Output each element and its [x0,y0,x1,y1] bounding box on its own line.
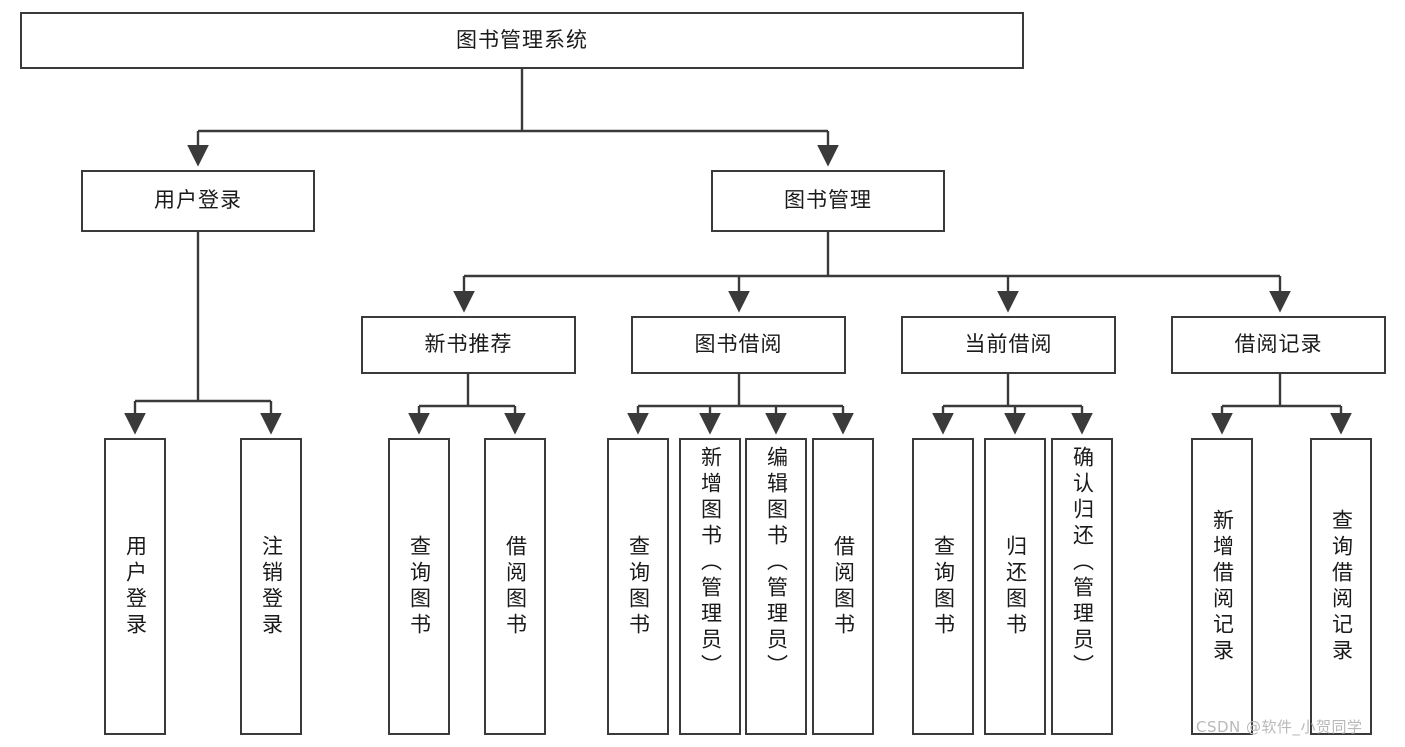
node-leaf-borrow-book-1-label: 借阅图书 [503,534,528,639]
node-leaf-borrow-book-1[interactable]: 借阅图书 [484,438,546,735]
node-book-manage-label: 图书管理 [784,188,872,213]
node-leaf-logout-login-label: 注销登录 [259,534,284,639]
node-current-borrow-label: 当前借阅 [964,332,1053,357]
node-leaf-add-borrow-record-label: 新增借阅记录 [1210,508,1235,665]
node-current-borrow[interactable]: 当前借阅 [901,316,1116,374]
node-book-borrow[interactable]: 图书借阅 [631,316,846,374]
node-user-login-label: 用户登录 [154,188,242,213]
node-leaf-user-login[interactable]: 用户登录 [104,438,166,735]
node-leaf-query-book-2-label: 查询图书 [626,534,651,639]
node-leaf-return-book[interactable]: 归还图书 [984,438,1046,735]
node-root[interactable]: 图书管理系统 [20,12,1024,69]
csdn-watermark: CSDN @软件_小贺同学 [1196,718,1363,736]
node-leaf-confirm-return-admin-label: 确认归还（管理员） [1070,446,1095,680]
node-new-book-recommend-label: 新书推荐 [424,332,513,357]
node-borrow-record[interactable]: 借阅记录 [1171,316,1386,374]
node-leaf-logout-login[interactable]: 注销登录 [240,438,302,735]
node-leaf-query-borrow-record[interactable]: 查询借阅记录 [1310,438,1372,735]
node-leaf-query-borrow-record-label: 查询借阅记录 [1329,508,1354,665]
node-leaf-query-book-1-label: 查询图书 [407,534,432,639]
node-borrow-record-label: 借阅记录 [1234,332,1323,357]
node-leaf-query-book-3-label: 查询图书 [931,534,956,639]
node-leaf-user-login-label: 用户登录 [123,534,148,639]
node-new-book-recommend[interactable]: 新书推荐 [361,316,576,374]
node-leaf-query-book-2[interactable]: 查询图书 [607,438,669,735]
node-leaf-add-book-admin[interactable]: 新增图书（管理员） [679,438,741,735]
node-leaf-query-book-3[interactable]: 查询图书 [912,438,974,735]
node-book-borrow-label: 图书借阅 [694,332,783,357]
node-root-label: 图书管理系统 [456,27,588,52]
node-leaf-query-book-1[interactable]: 查询图书 [388,438,450,735]
node-leaf-add-book-admin-label: 新增图书（管理员） [698,446,723,680]
node-user-login[interactable]: 用户登录 [81,170,315,232]
node-book-manage[interactable]: 图书管理 [711,170,945,232]
node-leaf-borrow-book-2[interactable]: 借阅图书 [812,438,874,735]
node-leaf-borrow-book-2-label: 借阅图书 [831,534,856,639]
node-leaf-add-borrow-record[interactable]: 新增借阅记录 [1191,438,1253,735]
node-leaf-edit-book-admin[interactable]: 编辑图书（管理员） [745,438,807,735]
node-leaf-confirm-return-admin[interactable]: 确认归还（管理员） [1051,438,1113,735]
node-leaf-return-book-label: 归还图书 [1003,534,1028,639]
node-leaf-edit-book-admin-label: 编辑图书（管理员） [764,446,789,680]
